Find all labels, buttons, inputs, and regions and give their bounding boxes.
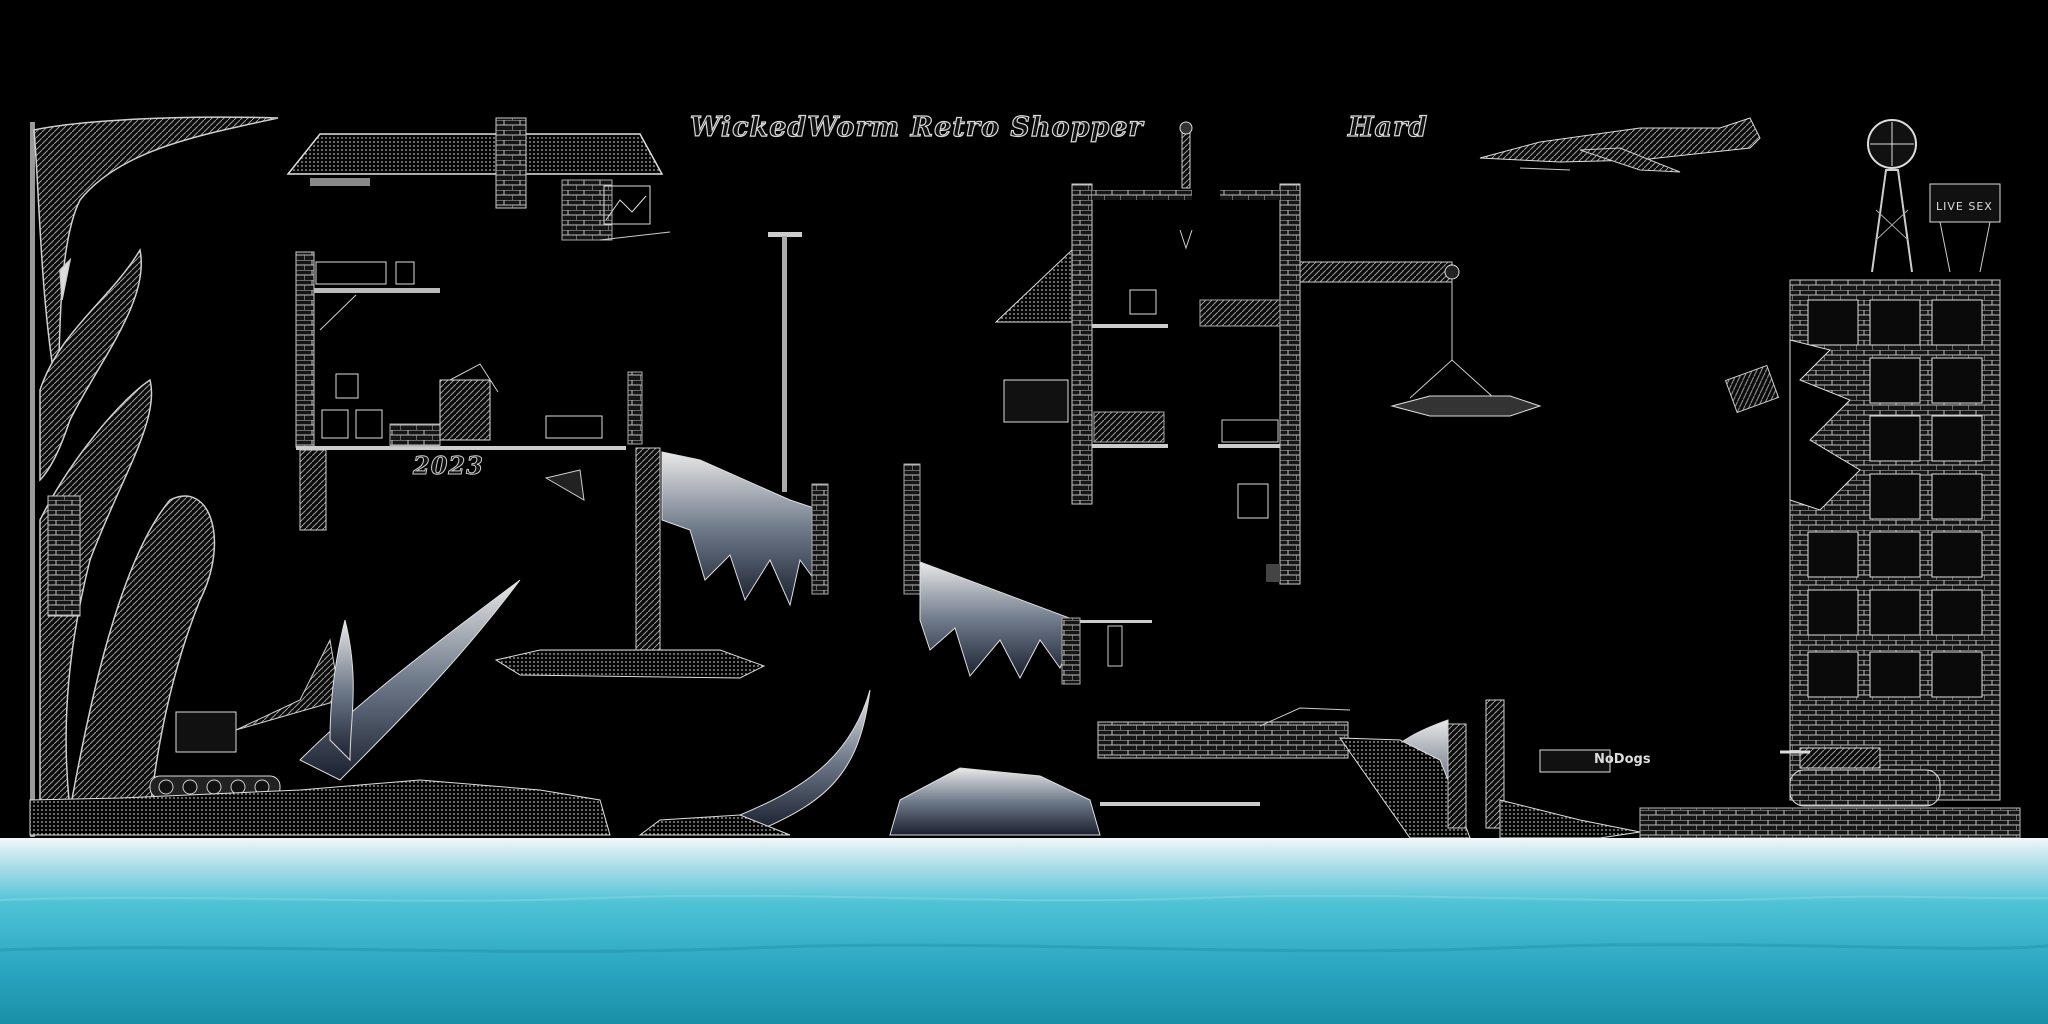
- central-tower: [994, 121, 1301, 585]
- tank: [1780, 747, 1941, 807]
- water-tower: [1867, 119, 2001, 273]
- difficulty-label: Hard: [1347, 111, 1429, 143]
- broken-pillar: [47, 495, 81, 617]
- jagged-slope-right: [903, 463, 1152, 685]
- year-graffiti: 2023: [413, 451, 484, 481]
- lamp-pole: [768, 232, 802, 492]
- crane-arm: [1299, 261, 1542, 417]
- skyscraper: [1724, 279, 2001, 801]
- roof-canopy: [286, 117, 671, 241]
- jet-fighter: [1479, 117, 1761, 173]
- left-boundary-wall: [30, 122, 35, 837]
- central-column: [494, 447, 766, 679]
- tentacle-growth: [33, 116, 279, 811]
- no-dogs-sign-text: NoDogs: [1594, 752, 1651, 767]
- billboard-sign-text: LIVE SEX: [1936, 200, 1993, 213]
- water-surface: [0, 838, 2048, 1024]
- level-title: WickedWorm Retro Shopper: [689, 111, 1144, 143]
- jagged-slope-left: [661, 451, 829, 607]
- ground-strip: [29, 699, 2021, 839]
- bedroom-platform: [295, 251, 643, 531]
